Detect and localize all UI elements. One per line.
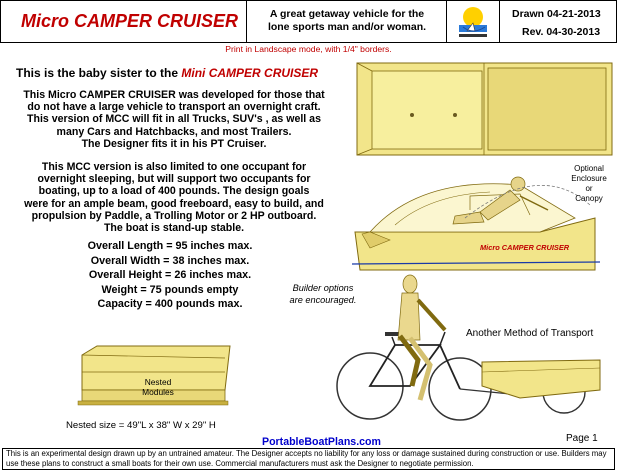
nested-line: Modules	[142, 387, 174, 397]
intro-prefix: This is the baby sister to the	[16, 66, 182, 80]
enclosure-line: or	[585, 184, 593, 193]
p2-line: propulsion by Paddle, a Trolling Motor o…	[31, 209, 317, 222]
spec-height: Overall Height = 26 inches max.	[88, 269, 252, 282]
revision-date: Rev. 04-30-2013	[522, 26, 601, 38]
website-link[interactable]: PortableBoatPlans.com	[262, 436, 381, 448]
p1-line: This Micro CAMPER CRUISER was developed …	[23, 89, 325, 101]
bicycle-trailer-drawing	[336, 274, 601, 421]
builder-line: Builder options	[292, 283, 354, 293]
p2-line: boating, up to a load of 400 pounds. The…	[38, 185, 310, 198]
paragraph-2: This MCC version is also limited to one …	[4, 161, 344, 234]
disclaimer-footer: This is an experimental design drawn up …	[2, 448, 615, 470]
spec-width: Overall Width = 38 inches max.	[90, 254, 250, 267]
title-cell: Micro CAMPER CRUISER	[1, 1, 247, 42]
specs-list: Overall Length = 95 inches max. Overall …	[40, 239, 300, 312]
tagline-cell: A great getaway vehicle for the lone spo…	[247, 1, 447, 42]
side-view-boat	[351, 176, 601, 271]
enclosure-line: Canopy	[575, 194, 603, 203]
drawn-date: Drawn 04-21-2013	[512, 8, 601, 20]
nested-size-label: Nested size = 49"L x 38" W x 29" H	[66, 420, 216, 431]
builder-line: are encouraged.	[289, 295, 357, 305]
nested-modules-drawing	[77, 345, 231, 406]
header-bar: Micro CAMPER CRUISER A great getaway veh…	[0, 0, 617, 43]
p1-line: This version of MCC will fit in all Truc…	[27, 113, 321, 126]
spec-capacity: Capacity = 400 pounds max.	[97, 298, 243, 311]
nested-modules-label: Nested Modules	[118, 377, 198, 397]
paragraph-1: This Micro CAMPER CRUISER was developed …	[4, 89, 344, 150]
dates-cell: Drawn 04-21-2013 Rev. 04-30-2013	[500, 1, 616, 42]
p2-line: This MCC version is also limited to one …	[41, 161, 307, 173]
tagline-line-1: A great getaway vehicle for the	[269, 8, 425, 20]
page-title: Micro CAMPER CRUISER	[21, 11, 239, 31]
top-plan-view	[356, 62, 613, 156]
spec-weight: Weight = 75 pounds empty	[101, 283, 239, 296]
boat-name-label: Micro CAMPER CRUISER	[480, 243, 570, 252]
p1-line: do not have a large vehicle to transport…	[27, 101, 321, 114]
p2-line: overnight sleeping, but will support two…	[37, 173, 311, 186]
logo-cell	[447, 1, 500, 42]
p1-line: The Designer fits it in his PT Cruiser.	[81, 137, 267, 150]
sunset-logo-icon	[459, 7, 487, 37]
transport-label: Another Method of Transport	[466, 328, 594, 339]
spec-length: Overall Length = 95 inches max.	[87, 240, 253, 252]
builder-options-note: Builder options are encouraged.	[268, 282, 378, 306]
mini-camper-link: Mini CAMPER CRUISER	[181, 66, 319, 80]
enclosure-label: Optional Enclosure or Canopy	[562, 164, 616, 204]
tagline-line-2: lone sports man and/or woman.	[267, 21, 427, 33]
enclosure-line: Optional	[574, 164, 604, 173]
p1-line: many Cars and Hatchbacks, and most Trail…	[56, 125, 292, 138]
tagline: A great getaway vehicle for the lone spo…	[247, 8, 447, 34]
intro-line: This is the baby sister to the Mini CAMP…	[16, 66, 318, 80]
p2-line: were for an ample beam, good freeboard, …	[24, 197, 324, 210]
nested-line: Nested	[144, 377, 172, 387]
print-note: Print in Landscape mode, with 1/4" borde…	[225, 44, 392, 54]
enclosure-line: Enclosure	[571, 174, 607, 183]
page-number: Page 1	[566, 433, 598, 444]
p2-line: The boat is stand-up stable.	[103, 222, 245, 235]
